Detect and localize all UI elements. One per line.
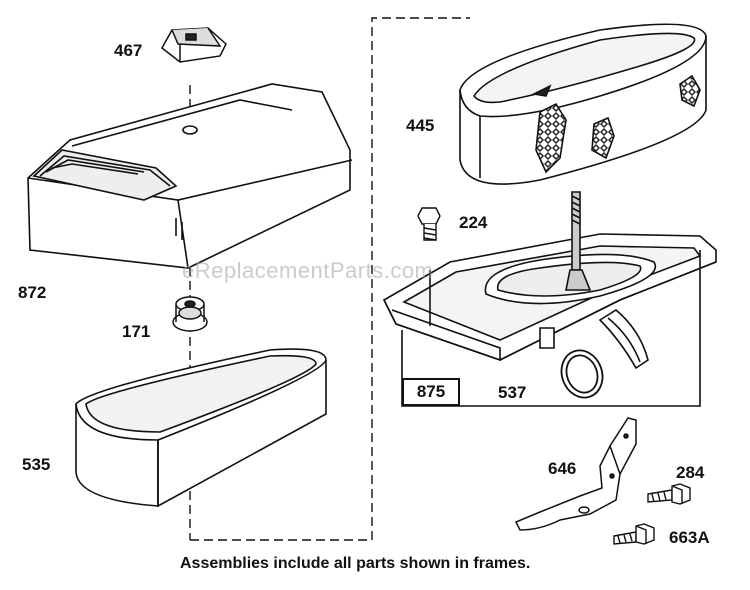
part-445-air-filter bbox=[459, 23, 707, 185]
part-284-screw bbox=[647, 483, 691, 505]
part-171-grommet bbox=[172, 296, 208, 332]
label-part-445: 445 bbox=[406, 116, 435, 135]
label-part-224: 224 bbox=[459, 213, 488, 232]
label-part-875: 875 bbox=[416, 382, 446, 401]
part-537-gasket bbox=[560, 349, 604, 399]
part-875-base-assembly bbox=[382, 191, 717, 370]
label-part-535: 535 bbox=[22, 455, 51, 474]
part-467-knob bbox=[161, 27, 227, 63]
part-872-cover bbox=[27, 83, 353, 269]
frames-caption: Assemblies include all parts shown in fr… bbox=[180, 555, 531, 572]
label-part-537: 537 bbox=[498, 383, 527, 402]
frame-875-bracket bbox=[401, 250, 701, 407]
part-224-bolt bbox=[417, 207, 441, 241]
label-part-872: 872 bbox=[18, 283, 47, 302]
part-646-bracket bbox=[514, 417, 637, 531]
label-part-663a: 663A bbox=[669, 528, 710, 547]
assembly-frame-line bbox=[190, 17, 470, 541]
label-part-646: 646 bbox=[548, 459, 577, 478]
label-part-171: 171 bbox=[122, 322, 151, 341]
watermark-text: eReplacementParts.com bbox=[182, 258, 434, 283]
part-663a-screw bbox=[613, 523, 655, 545]
label-part-467: 467 bbox=[114, 41, 143, 60]
label-part-284: 284 bbox=[676, 463, 705, 482]
part-535-precleaner bbox=[75, 348, 327, 508]
part-875-frame-box: 875 bbox=[402, 378, 460, 406]
